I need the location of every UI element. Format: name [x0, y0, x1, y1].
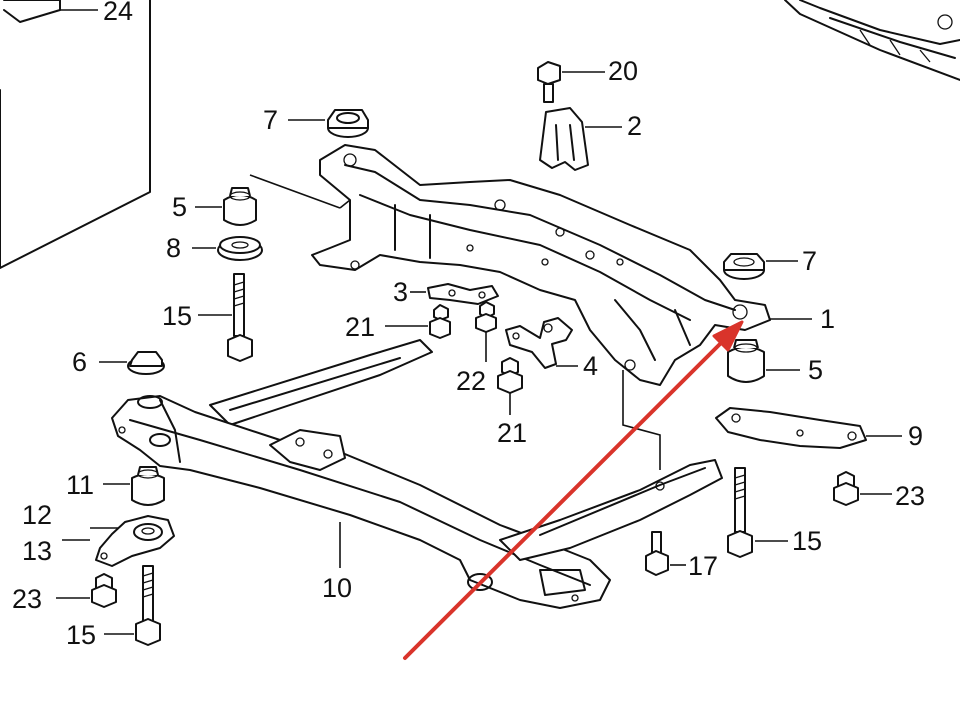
- bolt-21-center: [497, 357, 523, 394]
- bolt-20: [537, 61, 561, 103]
- bolt-22: [475, 301, 497, 333]
- svg-text:5: 5: [172, 192, 187, 222]
- rear-crossmember: [311, 144, 771, 386]
- bracket-4: [505, 317, 573, 369]
- callout-1: 1: [770, 304, 835, 334]
- svg-text:10: 10: [322, 573, 352, 603]
- svg-text:2: 2: [627, 111, 642, 141]
- svg-text:15: 15: [66, 620, 96, 650]
- svg-text:7: 7: [802, 246, 817, 276]
- svg-text:23: 23: [12, 584, 42, 614]
- callout-24: 24: [60, 0, 133, 26]
- callout-15-lower: 15: [66, 620, 134, 650]
- callout-7-upper: 7: [263, 105, 325, 135]
- bolt-17: [645, 531, 669, 576]
- bracket-3: [427, 283, 499, 305]
- svg-text:20: 20: [608, 56, 638, 86]
- callout-9: 9: [866, 421, 923, 451]
- callout-5-right: 5: [766, 355, 823, 385]
- bolt-15-upper-left: [227, 273, 253, 362]
- callout-15-right: 15: [755, 526, 822, 556]
- svg-text:4: 4: [583, 351, 598, 381]
- stiffener-9: [715, 407, 867, 449]
- washer-8: [217, 236, 263, 261]
- callout-21-center: 21: [497, 393, 527, 448]
- svg-text:23: 23: [895, 481, 925, 511]
- svg-text:11: 11: [66, 470, 94, 500]
- svg-text:1: 1: [820, 304, 835, 334]
- upper-right-partial-part: [784, 0, 960, 81]
- svg-text:22: 22: [456, 366, 486, 396]
- svg-text:24: 24: [103, 0, 133, 26]
- svg-text:7: 7: [263, 105, 278, 135]
- cushion-6: [127, 351, 165, 375]
- bolt-21-left: [429, 304, 451, 339]
- callout-12: 12: [22, 500, 118, 530]
- bushing-11: [131, 466, 165, 506]
- callout-2: 2: [585, 111, 642, 141]
- bolt-23-left: [91, 573, 117, 608]
- svg-text:5: 5: [808, 355, 823, 385]
- mount-cushion-7-upper: [327, 109, 369, 138]
- callout-15-upper: 15: [162, 301, 232, 331]
- svg-text:21: 21: [497, 418, 527, 448]
- svg-text:8: 8: [166, 233, 181, 263]
- callout-23-left: 23: [12, 584, 90, 614]
- callout-4: 4: [556, 351, 598, 381]
- bolt-15-lower-left: [135, 565, 161, 646]
- callout-7-right: 7: [766, 246, 817, 276]
- callout-8: 8: [166, 233, 216, 263]
- bolt-15-right: [727, 467, 753, 558]
- callout-17: 17: [670, 551, 718, 581]
- callout-13: 13: [22, 536, 90, 566]
- inset-frame: [0, 0, 151, 269]
- bushing-5-left: [223, 187, 257, 226]
- callout-10: 10: [322, 522, 352, 603]
- bolt-23-right: [833, 471, 859, 506]
- svg-text:9: 9: [908, 421, 923, 451]
- callout-6: 6: [72, 347, 127, 377]
- callout-5-left: 5: [172, 192, 222, 222]
- callout-20: 20: [562, 56, 638, 86]
- svg-text:3: 3: [393, 277, 408, 307]
- callout-21-left: 21: [345, 312, 428, 342]
- bushing-5-right: [727, 339, 765, 383]
- callout-3: 3: [393, 277, 426, 307]
- svg-text:21: 21: [345, 312, 375, 342]
- front-crossmember: [111, 339, 723, 609]
- callout-22: 22: [456, 332, 487, 396]
- red-annotation-arrow: [403, 320, 744, 660]
- callout-11: 11: [66, 470, 130, 500]
- svg-text:17: 17: [688, 551, 718, 581]
- svg-text:13: 13: [22, 536, 52, 566]
- plate-12-13: [95, 515, 175, 567]
- callout-23-right: 23: [860, 481, 925, 511]
- mount-cushion-7-right: [723, 253, 765, 280]
- clip-2: [539, 107, 589, 171]
- svg-text:12: 12: [22, 500, 52, 530]
- svg-text:15: 15: [792, 526, 822, 556]
- svg-text:6: 6: [72, 347, 87, 377]
- svg-text:15: 15: [162, 301, 192, 331]
